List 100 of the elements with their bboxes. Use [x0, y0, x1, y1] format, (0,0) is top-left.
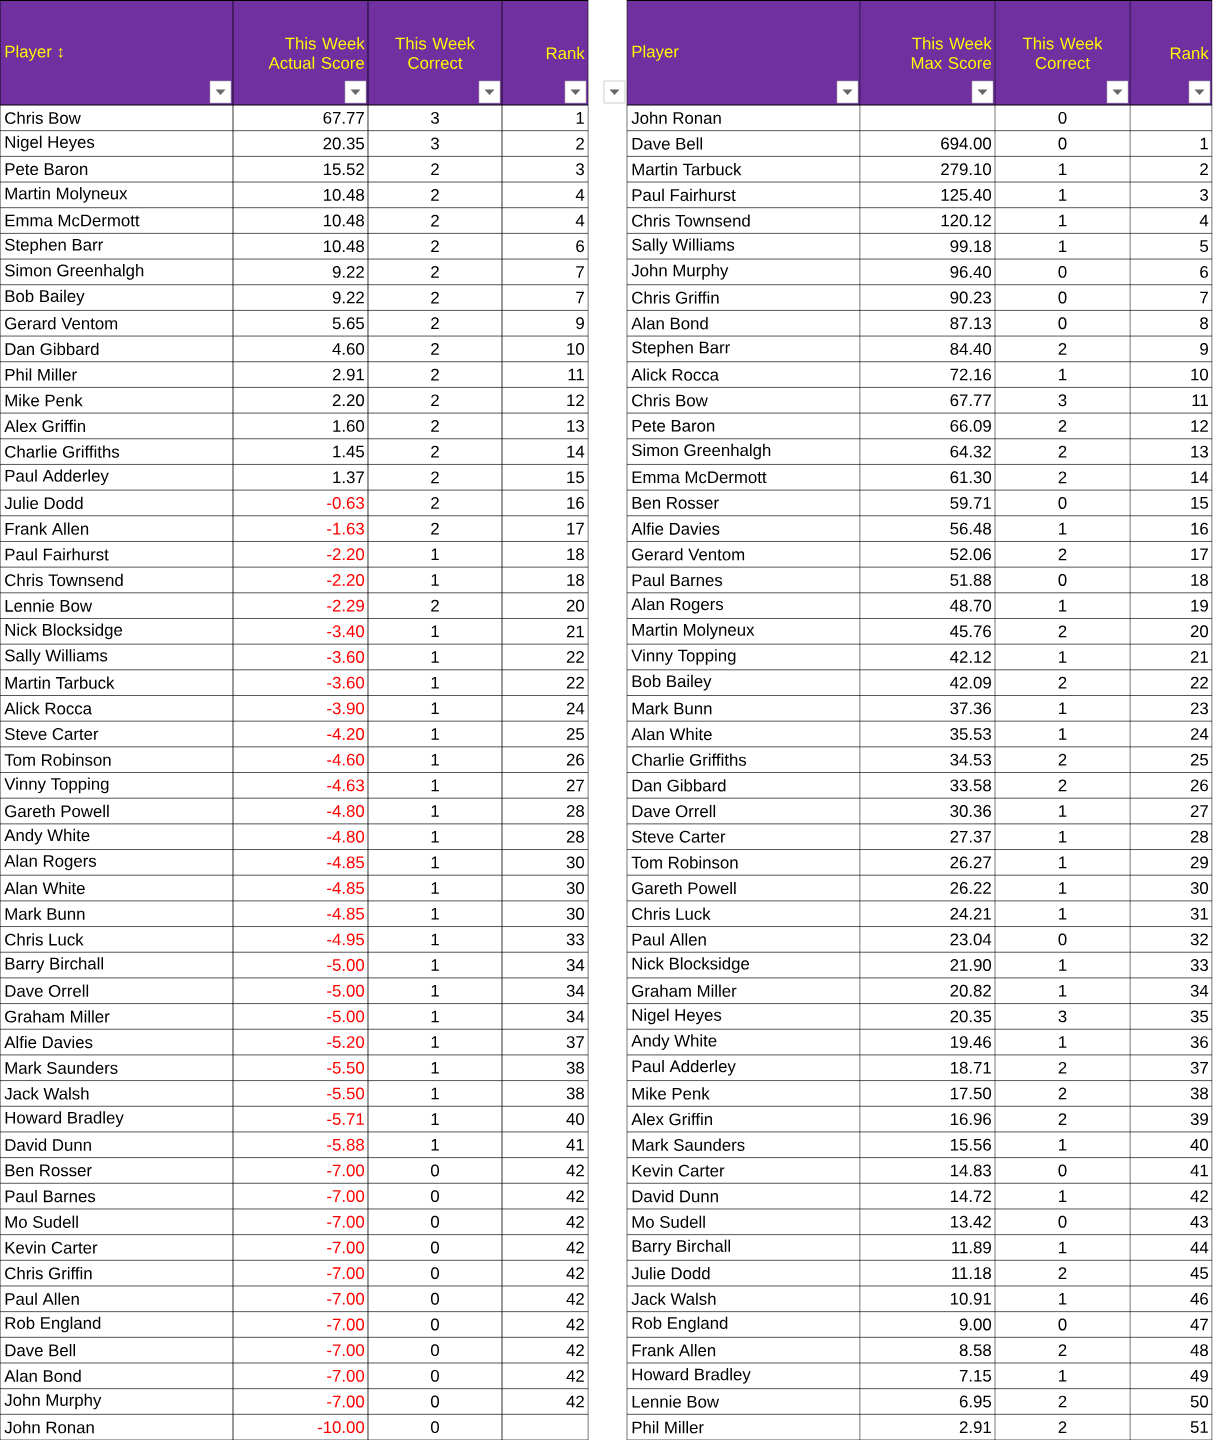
rank-number: 42	[566, 1369, 584, 1382]
player-name: Paul Adderley	[5, 469, 109, 486]
rank-number: 25	[1190, 753, 1208, 766]
correct-count: 1	[431, 625, 439, 638]
score-value: -3.60	[327, 651, 365, 663]
player-name: Dan Gibbard	[632, 779, 726, 792]
correct-count: 1	[431, 856, 439, 869]
correct-count: 2	[431, 368, 439, 381]
rank-number: 7	[1200, 291, 1208, 304]
score-value: 1.60	[333, 419, 365, 432]
rank-number: 4	[575, 189, 585, 201]
player-name: Charlie Griffiths	[5, 445, 120, 458]
rank-number: 27	[566, 779, 584, 792]
player-name: David Dunn	[5, 1138, 91, 1151]
rank-number: 16	[1191, 522, 1208, 535]
score-value: -5.50	[327, 1087, 365, 1100]
player-name: Mo Sudell	[5, 1215, 78, 1228]
rank-number: 14	[1191, 471, 1209, 484]
rank-number: 47	[1190, 1318, 1208, 1331]
player-name: Dave Bell	[5, 1344, 75, 1357]
score-value: -4.80	[327, 805, 365, 817]
score-value: -3.90	[327, 702, 365, 715]
rank-number: 10	[567, 342, 585, 355]
correct-count: 3	[431, 137, 439, 150]
rank-number: 19	[1191, 599, 1208, 612]
player-name: Paul Barnes	[5, 1189, 96, 1203]
player-name: Mark Bunn	[5, 907, 85, 920]
correct-count: 2	[1058, 1421, 1067, 1434]
rank-number: 18	[1191, 574, 1208, 586]
correct-count: 2	[1058, 753, 1067, 766]
rank-number: 42	[566, 1395, 584, 1408]
rank-number: 9	[1200, 342, 1208, 355]
score-value: 279.10	[941, 163, 992, 176]
correct-count: 2	[1058, 343, 1067, 355]
correct-count: 1	[1059, 189, 1067, 201]
rank-number: 14	[567, 445, 585, 458]
correct-count: 1	[431, 702, 439, 715]
correct-count: 0	[1058, 497, 1067, 509]
correct-count: 2	[1058, 779, 1067, 792]
score-value: -7.00	[327, 1215, 365, 1228]
player-name: Martin Tarbuck	[5, 676, 115, 689]
rank-number: 40	[1190, 1138, 1209, 1151]
player-name: Chris Townsend	[632, 214, 750, 227]
score-value: 48.70	[950, 599, 992, 612]
rank-number: 38	[1190, 1087, 1208, 1100]
correct-count: 1	[431, 1062, 439, 1074]
correct-count: 0	[1058, 574, 1067, 586]
rank-number: 24	[1190, 728, 1209, 740]
player-name: Howard Bradley	[632, 1368, 751, 1384]
correct-count: 1	[431, 1113, 439, 1125]
player-name: Alan Bond	[631, 317, 708, 330]
score-value: 9.00	[959, 1318, 992, 1331]
correct-count: 0	[431, 1318, 439, 1331]
score-value: 2.91	[959, 1421, 991, 1434]
score-value: -4.20	[327, 728, 365, 740]
rank-number: 51	[1190, 1421, 1208, 1434]
correct-count: 1	[431, 907, 439, 920]
score-value: 16.96	[950, 1113, 991, 1126]
rank-number: 18	[567, 574, 584, 586]
correct-count: 1	[1059, 805, 1067, 817]
player-name: Paul Allen	[632, 933, 706, 946]
player-name: David Dunn	[632, 1189, 718, 1203]
player-name: Chris Bow	[632, 394, 708, 407]
correct-count: 2	[1058, 1113, 1067, 1125]
column-header: This Week Correct	[1022, 37, 1103, 69]
player-name: Kevin Carter	[5, 1241, 98, 1254]
correct-count: 2	[431, 394, 439, 407]
rank-number: 2	[1200, 163, 1208, 176]
score-value: -4.85	[327, 882, 364, 894]
score-value: 10.48	[323, 188, 364, 201]
rank-number: 42	[566, 1190, 584, 1202]
rank-number: 28	[1190, 830, 1208, 843]
score-value: -5.00	[327, 1010, 365, 1023]
player-name: Sally Williams	[5, 649, 108, 665]
correct-count: 2	[1058, 1267, 1067, 1279]
player-name: Paul Fairhurst	[5, 548, 109, 561]
score-value: -7.00	[327, 1292, 365, 1305]
correct-count: 2	[431, 522, 439, 535]
score-value: -2.20	[327, 574, 365, 586]
score-value: 26.27	[950, 856, 991, 869]
score-value: 11.89	[952, 1241, 991, 1254]
player-name: Emma McDermott	[5, 214, 140, 227]
score-value: 6.95	[959, 1395, 991, 1408]
score-value: -7.00	[327, 1164, 365, 1177]
score-value: -0.63	[327, 497, 364, 509]
rank-number: 26	[1190, 779, 1208, 792]
rank-number: 7	[576, 291, 584, 304]
player-name: Steve Carter	[632, 830, 726, 843]
correct-count: 0	[1058, 1164, 1067, 1177]
score-value: 15.52	[323, 163, 364, 176]
player-name: Chris Bow	[5, 111, 81, 125]
correct-count: 1	[431, 959, 439, 971]
rank-number: 23	[1190, 702, 1208, 715]
rank-number: 3	[576, 163, 584, 176]
score-value: 84.40	[950, 342, 992, 355]
player-name: Emma McDermott	[632, 471, 767, 484]
correct-count: 1	[1059, 959, 1067, 971]
correct-count: 2	[431, 497, 439, 509]
correct-count: 1	[1059, 651, 1067, 663]
correct-count: 1	[1059, 368, 1067, 381]
